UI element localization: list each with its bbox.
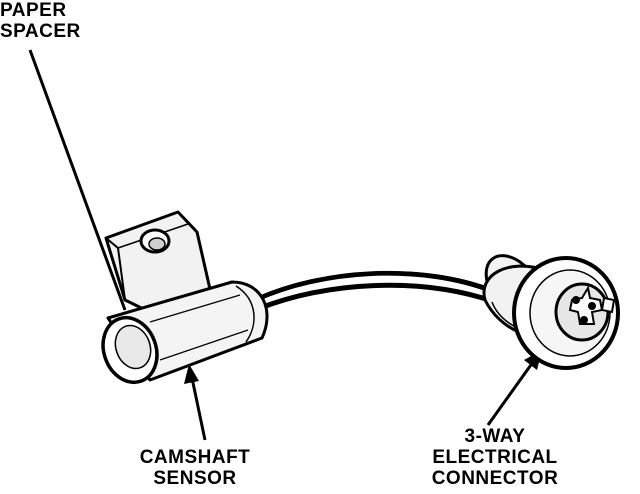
label-line: CONNECTOR (431, 468, 559, 489)
label-line: ELECTRICAL (432, 447, 558, 468)
label-line: SENSOR (153, 468, 237, 489)
electrical-connector (482, 254, 620, 370)
label-line: PAPER (0, 0, 67, 21)
label-line: SPACER (0, 21, 81, 42)
connector-pins (572, 296, 596, 324)
label-line: CAMSHAFT (139, 447, 251, 468)
connector-arrow (486, 350, 542, 426)
label-line: 3-WAY (464, 426, 526, 447)
sensor-body (101, 280, 269, 385)
electrical-connector-label: 3-WAY ELECTRICAL CONNECTOR (410, 426, 580, 489)
paper-spacer-leader-line (28, 49, 127, 311)
sensor-wires (252, 269, 498, 312)
paper-spacer-label: PAPER SPACER (0, 0, 81, 42)
paper-spacer (114, 324, 152, 370)
camshaft-sensor-arrow (184, 364, 207, 441)
camshaft-sensor-label: CAMSHAFT SENSOR (130, 447, 260, 489)
